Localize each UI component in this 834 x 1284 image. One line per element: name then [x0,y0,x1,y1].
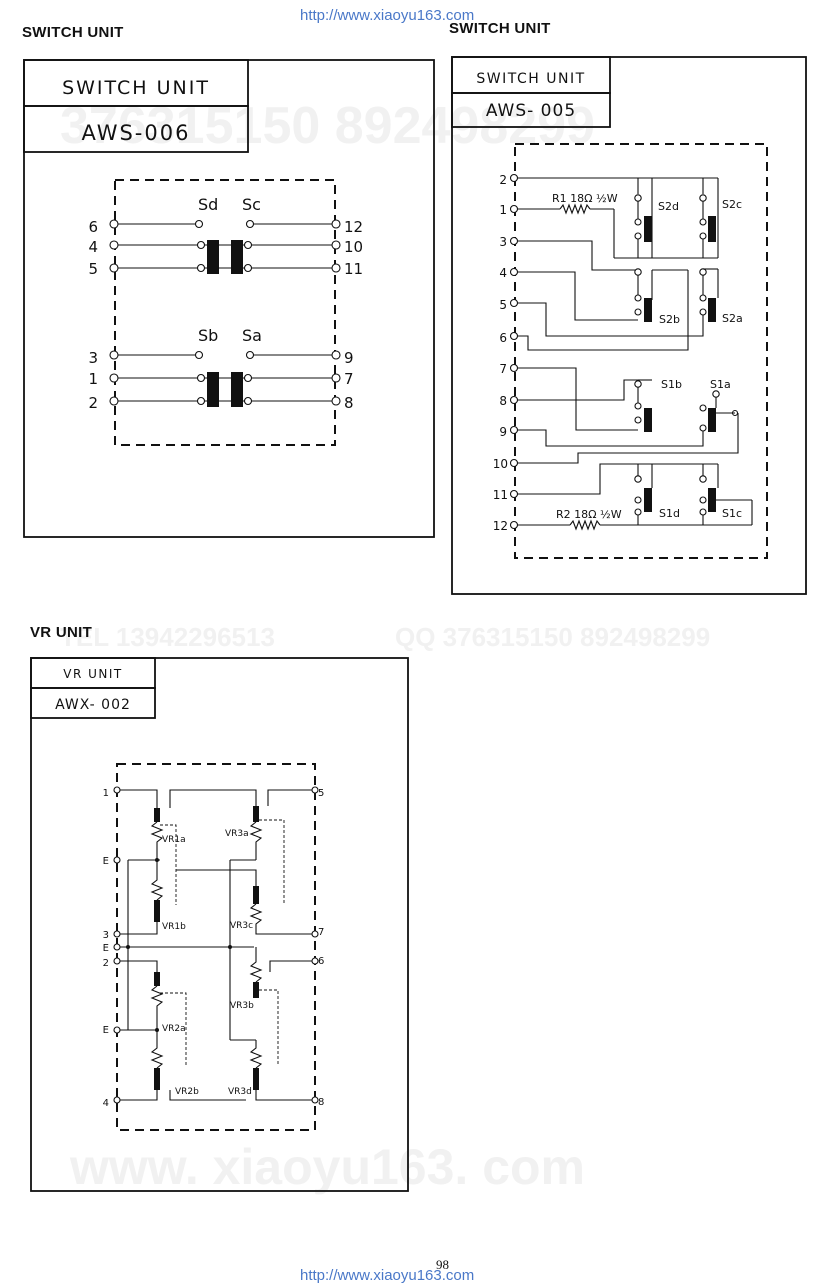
aws006-terminal-5: 5 [88,260,98,278]
aws005-switch-label: S2b [659,313,680,326]
aws006-enclosure [114,179,336,446]
awx002-terminal: 1 [103,788,109,799]
aws005-model: AWS- 005 [486,101,576,121]
aws005-switch-label: S1a [710,378,731,391]
aws005-terminal: 11 [493,488,508,502]
watermark-qq: QQ 376315150 892498299 [395,622,711,652]
awx002-terminal: 8 [318,1097,324,1108]
watermark-phone: TEL 13942296513 [60,622,275,652]
aws005-terminal: 5 [499,298,507,312]
aws005-resistor-r2-label: R2 18Ω ½W [556,508,622,521]
awx002-terminal: E [103,856,109,867]
awx002-vr-label: VR3d [228,1087,252,1097]
awx002-terminal: 4 [103,1098,109,1109]
aws006-switch-label: Sa [242,326,262,345]
aws006-switch-label: Sb [198,326,218,345]
aws005-terminal: 8 [499,394,507,408]
watermark-site: www. xiaoyu163. com [70,1139,586,1195]
awx002-terminal: E [103,1025,109,1036]
aws005-switch-label: S2c [722,198,742,211]
aws005-switch-label: S1c [722,507,742,520]
aws006-terminal-3: 3 [88,349,98,367]
aws005-terminal: 12 [493,519,508,533]
awx002-terminal: 2 [103,958,109,969]
awx002-vr-label: VR1a [162,835,186,845]
aws005-terminal: 3 [499,235,507,249]
aws006-terminal-8: 8 [344,394,354,412]
aws005-enclosure [514,143,768,559]
aws006-terminal-9: 9 [344,349,354,367]
aws005-switch-label: S2d [658,200,679,213]
aws005-frame [451,56,807,595]
aws006-switch-group-lower [109,350,341,407]
aws005-terminal: 1 [499,203,507,217]
aws005-terminal: 2 [499,173,507,187]
footer-url[interactable]: http://www.xiaoyu163.com [300,1267,475,1284]
aws006-terminal-6: 6 [88,218,98,236]
awx002-terminal: E [103,943,109,954]
aws005-terminal: 6 [499,331,507,345]
aws005-terminal: 10 [493,457,508,471]
aws006-heading: SWITCH UNIT [22,24,124,41]
awx002-model: AWX- 002 [55,697,131,713]
awx002-box-title: VR UNIT [63,667,123,681]
aws005-wiring [509,173,753,531]
aws005-switch-label: S2a [722,312,743,325]
aws006-switch-label: Sd [198,195,218,214]
aws005-resistor-r1-label: R1 18Ω ½W [552,192,618,205]
aws005-box-title: SWITCH UNIT [476,71,585,87]
awx002-terminal: 5 [318,788,324,799]
awx002-vr-label: VR1b [162,922,186,932]
aws005-terminal: 9 [499,425,507,439]
aws006-terminal-4: 4 [88,238,98,256]
awx002-vr-label: VR3b [230,1001,254,1011]
aws006-terminal-7: 7 [344,370,354,388]
aws006-switch-group-upper [109,219,341,274]
aws005-terminal: 7 [499,362,507,376]
awx002-frame [30,657,409,1192]
awx002-vr-label: VR2b [175,1087,199,1097]
aws005-heading: SWITCH UNIT [449,20,551,37]
aws006-box-title: SWITCH UNIT [62,77,210,99]
aws005-switch-label: S1b [661,378,682,391]
aws006-terminal-11: 11 [344,260,363,278]
aws006-switch-label: Sc [242,195,261,214]
awx002-vr-label: VR3a [225,829,249,839]
awx002-wiring [113,786,319,1104]
awx002-terminal: 6 [318,956,324,967]
awx002-vr-label: VR3c [230,921,253,931]
awx002-terminal: 7 [318,927,324,938]
aws005-terminal: 4 [499,266,507,280]
aws006-terminal-10: 10 [344,238,363,256]
aws005-switch-label: S1d [659,507,680,520]
header-url[interactable]: http://www.xiaoyu163.com [300,7,475,24]
aws006-terminal-1: 1 [88,370,98,388]
aws006-terminal-12: 12 [344,218,363,236]
awx002-heading: VR UNIT [30,624,93,641]
aws006-terminal-2: 2 [88,394,98,412]
page-number: 98 [436,1257,449,1272]
awx002-vr-label: VR2a [162,1024,186,1034]
aws006-model: AWS-006 [82,121,191,145]
awx002-terminal: 3 [103,930,109,941]
